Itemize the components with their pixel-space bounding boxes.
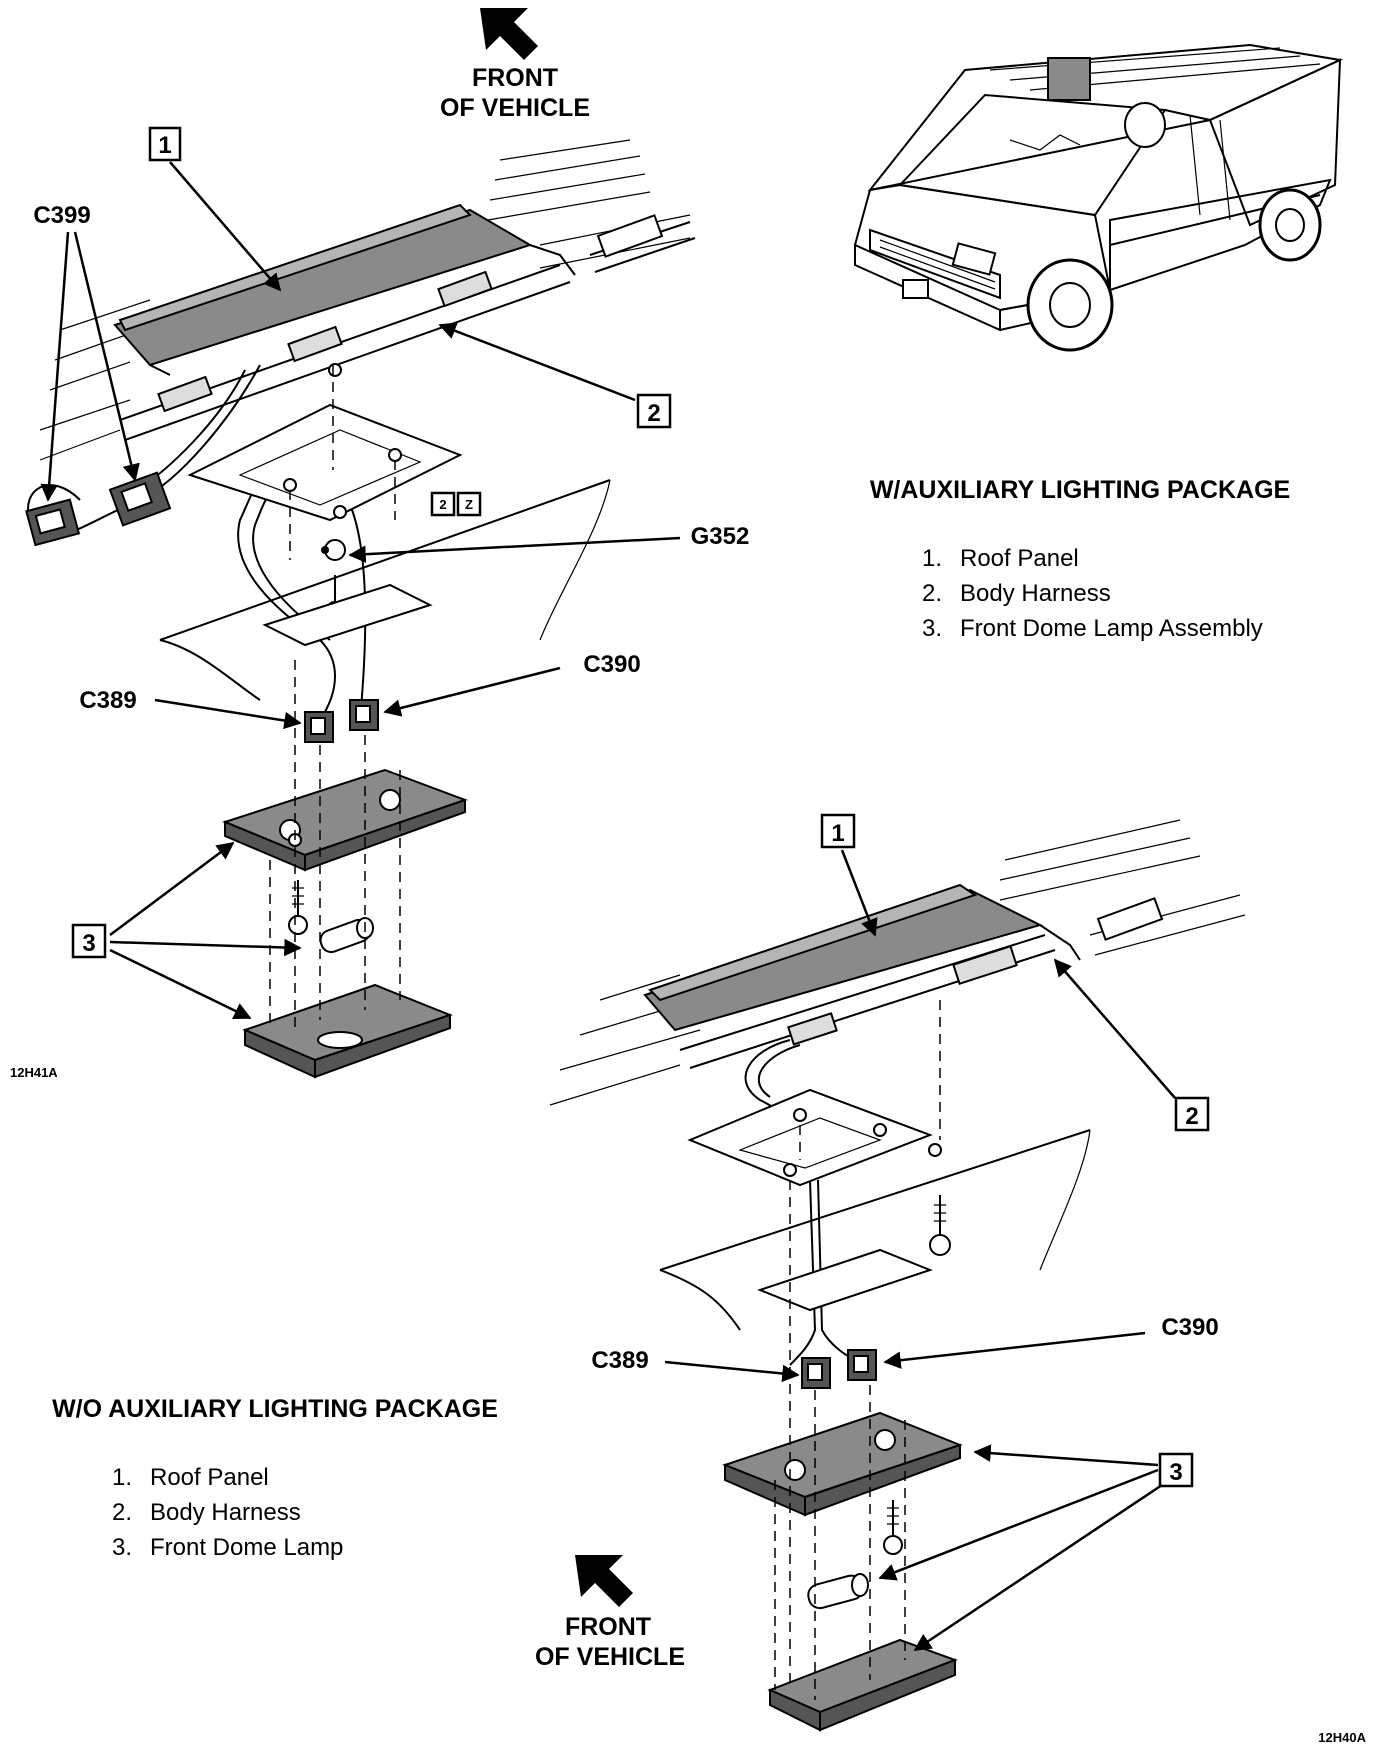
top-front-label-1: FRONT bbox=[472, 64, 558, 92]
bottom-lamp-bulb bbox=[807, 1573, 869, 1610]
top-ref-a: 2 bbox=[439, 497, 446, 512]
bottom-front-label-2: OF VEHICLE bbox=[535, 1643, 685, 1671]
bottom-callout-box-2 bbox=[1174, 1096, 1210, 1132]
bottom-callout-3-leader-c bbox=[913, 1483, 1163, 1652]
bottom-callout-2: 2 bbox=[1185, 1103, 1198, 1130]
top-callout-1-leader bbox=[169, 161, 282, 292]
bottom-bracket-screw bbox=[929, 1195, 951, 1256]
bottom-c390-connector bbox=[847, 1349, 877, 1381]
bottom-callout-2-leader bbox=[1053, 958, 1176, 1099]
bottom-dome-lamp-base bbox=[722, 1411, 963, 1517]
legend-with-item-1: Roof Panel bbox=[960, 545, 1079, 572]
legend-with-item-2: Body Harness bbox=[960, 580, 1111, 607]
legend-without-item-3: Front Dome Lamp bbox=[150, 1534, 343, 1561]
top-ceiling-panel bbox=[159, 479, 611, 701]
top-c390-label: C390 bbox=[583, 651, 640, 678]
bottom-wiring bbox=[744, 1039, 856, 1366]
bottom-callout-1-leader bbox=[840, 849, 878, 937]
top-front-label-2: OF VEHICLE bbox=[440, 94, 590, 122]
bottom-lamp-screw bbox=[883, 1500, 903, 1555]
top-c390-leader bbox=[383, 666, 561, 717]
legend-with-num-2: 2. bbox=[922, 580, 942, 607]
top-dome-lamp-base bbox=[222, 768, 468, 872]
top-c390-connector bbox=[349, 699, 379, 731]
legend-without-num-2: 2. bbox=[112, 1499, 132, 1526]
top-c399-leader-a bbox=[73, 231, 140, 482]
bottom-c389-connector bbox=[801, 1357, 831, 1389]
legend-with-item-3: Front Dome Lamp Assembly bbox=[960, 615, 1263, 642]
top-g352-leader bbox=[348, 536, 681, 563]
top-assembly-guides bbox=[269, 365, 401, 1030]
top-front-arrow-icon bbox=[480, 8, 538, 60]
bottom-callout-3: 3 bbox=[1169, 1459, 1182, 1486]
top-c399-label: C399 bbox=[33, 202, 90, 229]
top-callout-box-2 bbox=[636, 393, 672, 429]
bottom-lamp-lens bbox=[767, 1638, 958, 1732]
top-roof-panel bbox=[113, 203, 576, 376]
bottom-c389-label: C389 bbox=[591, 1347, 648, 1374]
legend-with-title: W/AUXILIARY LIGHTING PACKAGE bbox=[870, 476, 1290, 504]
top-c399-connector-right bbox=[108, 471, 172, 527]
legend-without-num-3: 3. bbox=[112, 1534, 132, 1561]
top-ref-box-b bbox=[456, 491, 482, 517]
legend-with-num-1: 1. bbox=[922, 545, 942, 572]
legend-without-num-1: 1. bbox=[112, 1464, 132, 1491]
top-callout-box-1 bbox=[148, 126, 182, 162]
top-ref-box-a bbox=[430, 491, 456, 517]
van-illustration bbox=[853, 43, 1344, 352]
top-c389-label: C389 bbox=[79, 687, 136, 714]
bottom-callout-1: 1 bbox=[831, 820, 844, 847]
legend-with-num-3: 3. bbox=[922, 615, 942, 642]
top-c389-connector bbox=[304, 711, 334, 743]
bottom-ceiling-panel bbox=[659, 1129, 1091, 1331]
top-g352-label: G352 bbox=[691, 523, 750, 550]
top-ref-b: Z bbox=[465, 497, 473, 512]
top-c399-leader-b bbox=[40, 231, 70, 502]
top-body-harness bbox=[119, 214, 696, 441]
top-lamp-screw bbox=[288, 880, 308, 935]
top-callout-1: 1 bbox=[158, 132, 171, 159]
top-callout-2: 2 bbox=[647, 400, 660, 427]
bottom-figure-code: 12H40A bbox=[1318, 1730, 1366, 1745]
top-callout-3-leader-b bbox=[109, 938, 302, 957]
legend-without-item-2: Body Harness bbox=[150, 1499, 301, 1526]
bottom-c390-leader bbox=[883, 1331, 1146, 1369]
legend-without-item-1: Roof Panel bbox=[150, 1464, 269, 1491]
top-callout-3-leader-c bbox=[109, 948, 252, 1020]
bottom-callout-box-1 bbox=[820, 813, 856, 849]
bottom-roof-panel bbox=[643, 883, 1081, 1032]
top-callout-2-leader bbox=[438, 322, 636, 402]
legend-without-title: W/O AUXILIARY LIGHTING PACKAGE bbox=[52, 1395, 498, 1423]
top-c389-leader bbox=[154, 698, 302, 730]
top-lamp-lens bbox=[242, 983, 453, 1079]
bottom-callout-3-leader-a bbox=[973, 1444, 1159, 1467]
bottom-callout-box-3 bbox=[1158, 1452, 1194, 1488]
top-callout-3-leader-a bbox=[109, 841, 235, 937]
bottom-front-label-1: FRONT bbox=[565, 1613, 651, 1641]
top-callout-box-3 bbox=[71, 923, 107, 959]
bottom-body-harness bbox=[679, 897, 1164, 1069]
top-mounting-bracket bbox=[187, 363, 463, 522]
bottom-c389-leader bbox=[664, 1360, 800, 1383]
top-c399-connector-left bbox=[25, 498, 81, 547]
top-figure-code: 12H41A bbox=[10, 1065, 58, 1080]
top-callout-3: 3 bbox=[82, 930, 95, 957]
bottom-callout-3-leader-b bbox=[878, 1468, 1159, 1581]
bottom-mounting-bracket bbox=[687, 1088, 942, 1187]
bottom-assembly-guides bbox=[774, 1000, 941, 1700]
bottom-c390-label: C390 bbox=[1161, 1314, 1218, 1341]
top-roof-hatching bbox=[39, 139, 691, 461]
bottom-front-arrow-icon bbox=[575, 1555, 633, 1607]
